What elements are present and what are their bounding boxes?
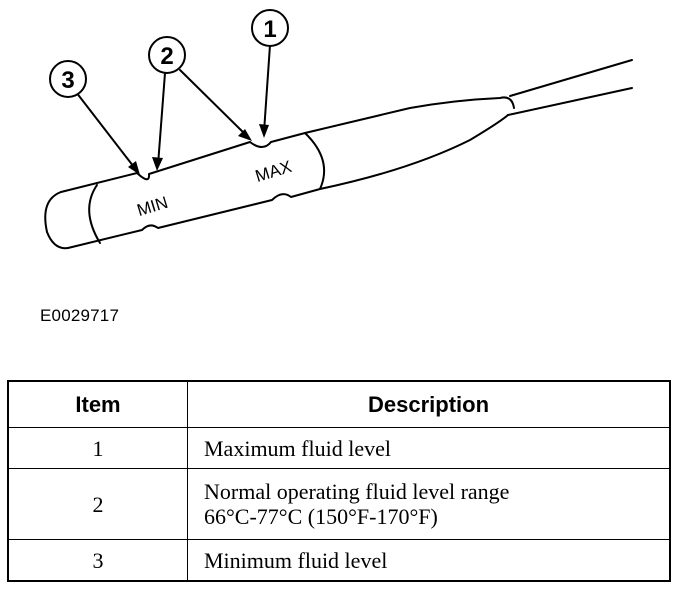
dipstick-tube-upper-edge	[60, 96, 515, 193]
dipstick-tip-band	[88, 184, 101, 244]
callout-2-arrowhead-b	[238, 129, 252, 141]
item-description: Maximum fluid level	[187, 427, 671, 469]
description-line: Normal operating fluid level range	[204, 479, 510, 504]
description-line: Maximum fluid level	[204, 435, 391, 461]
dipstick-sleeve-band	[304, 132, 326, 190]
item-number: 1	[7, 427, 188, 469]
callout-2-number: 2	[160, 43, 173, 70]
callout-2-leader-a	[157, 72, 166, 166]
callout-1-circle	[251, 9, 289, 47]
table-row: 1 Maximum fluid level	[7, 427, 671, 469]
callout-1-arrowhead	[259, 124, 269, 138]
item-description: Minimum fluid level	[187, 539, 671, 582]
header-item: Item	[7, 380, 188, 428]
min-mark-label: MIN	[135, 193, 170, 220]
callout-3-circle	[49, 60, 87, 98]
legend-table: Item Description 1 Maximum fluid level 2…	[7, 380, 671, 582]
figure-id: E0029717	[40, 306, 120, 325]
callout-2-leader-b	[179, 69, 249, 138]
callout-3-arrowhead	[128, 161, 140, 175]
callout-2-arrowhead-a	[152, 157, 163, 171]
dipstick-diagram: 1 2 3 MIN MAX	[44, 9, 633, 250]
description-line: Minimum fluid level	[204, 547, 388, 573]
callout-1-number: 1	[263, 16, 276, 43]
dipstick-tube-tip	[44, 191, 69, 250]
max-mark-label: MAX	[253, 157, 294, 186]
table-row: 2 Normal operating fluid level range 66°…	[7, 468, 671, 540]
item-number: 2	[7, 468, 188, 540]
dipstick-shaft-upper	[509, 59, 633, 97]
table-row: 3 Minimum fluid level	[7, 539, 671, 582]
callout-3-leader	[75, 91, 138, 172]
dipstick-tube-lower-edge	[67, 114, 509, 249]
callout-2-circle	[148, 36, 186, 74]
dipstick-shaft-lower	[507, 87, 633, 116]
item-description: Normal operating fluid level range 66°C-…	[187, 468, 671, 540]
legend-header-row: Item Description	[7, 380, 671, 428]
description-line: 66°C-77°C (150°F-170°F)	[204, 504, 438, 529]
header-description: Description	[187, 380, 671, 428]
callout-3-number: 3	[61, 67, 74, 94]
callout-1-leader	[263, 44, 271, 133]
item-number: 3	[7, 539, 188, 582]
